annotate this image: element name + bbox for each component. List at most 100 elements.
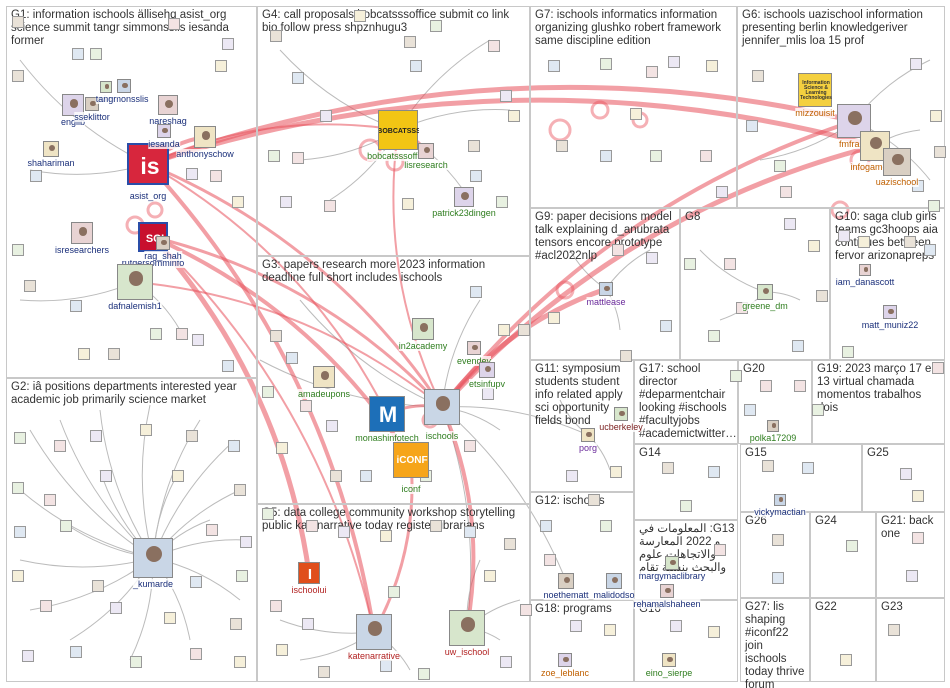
node-mizzouisit[interactable]: Information Science & Learning Technolog… <box>798 73 832 107</box>
account-node[interactable] <box>210 170 222 182</box>
account-node[interactable] <box>668 56 680 68</box>
account-node[interactable] <box>92 580 104 592</box>
account-node[interactable] <box>72 48 84 60</box>
account-node[interactable] <box>548 312 560 324</box>
account-node[interactable] <box>470 286 482 298</box>
account-node[interactable] <box>762 460 774 472</box>
account-node[interactable] <box>100 470 112 482</box>
account-node[interactable] <box>230 618 242 630</box>
node-iam-danascott[interactable] <box>859 264 871 276</box>
node-ischools[interactable] <box>424 389 460 425</box>
account-node[interactable] <box>292 152 304 164</box>
account-node[interactable] <box>270 30 282 42</box>
account-node[interactable] <box>468 140 480 152</box>
account-node[interactable] <box>570 620 582 632</box>
account-node[interactable] <box>588 494 600 506</box>
account-node[interactable] <box>508 110 520 122</box>
account-node[interactable] <box>40 600 52 612</box>
node-rehamalshaheen[interactable] <box>660 584 674 598</box>
account-node[interactable] <box>772 534 784 546</box>
node-mattlease[interactable] <box>599 282 613 296</box>
account-node[interactable] <box>44 494 56 506</box>
account-node[interactable] <box>708 626 720 638</box>
node-iesanda[interactable] <box>157 124 171 138</box>
account-node[interactable] <box>326 420 338 432</box>
node-in2academy[interactable] <box>412 318 434 340</box>
account-node[interactable] <box>30 170 42 182</box>
account-node[interactable] <box>404 36 416 48</box>
account-node[interactable] <box>12 482 24 494</box>
account-node[interactable] <box>928 200 940 212</box>
account-node[interactable] <box>714 544 726 556</box>
account-node[interactable] <box>620 350 632 362</box>
node-iconf[interactable]: iCONF <box>393 442 429 478</box>
account-node[interactable] <box>186 430 198 442</box>
account-node[interactable] <box>780 186 792 198</box>
account-node[interactable] <box>292 72 304 84</box>
node-sseklittor[interactable] <box>85 97 99 111</box>
account-node[interactable] <box>130 656 142 668</box>
account-node[interactable] <box>724 258 736 270</box>
account-node[interactable] <box>338 526 350 538</box>
account-node[interactable] <box>662 462 674 474</box>
account-node[interactable] <box>464 440 476 452</box>
node-zoe-leblanc[interactable] <box>558 653 572 667</box>
account-node[interactable] <box>186 168 198 180</box>
account-node[interactable] <box>912 532 924 544</box>
account-node[interactable] <box>192 334 204 346</box>
account-node[interactable] <box>276 644 288 656</box>
account-node[interactable] <box>540 520 552 532</box>
account-node[interactable] <box>610 466 622 478</box>
account-node[interactable] <box>470 170 482 182</box>
node-patrick23dingen[interactable] <box>454 187 474 207</box>
node-evendey[interactable] <box>467 341 481 355</box>
node-amadeupons[interactable] <box>313 366 335 388</box>
node-ucberkeley[interactable] <box>614 407 628 421</box>
account-node[interactable] <box>234 484 246 496</box>
account-node[interactable] <box>12 16 24 28</box>
account-node[interactable] <box>14 432 26 444</box>
node-greene-dm[interactable] <box>757 284 773 300</box>
account-node[interactable] <box>630 108 642 120</box>
account-node[interactable] <box>556 140 568 152</box>
account-node[interactable] <box>784 218 796 230</box>
account-node[interactable] <box>140 424 152 436</box>
node-katenarrative[interactable] <box>356 614 392 650</box>
account-node[interactable] <box>280 196 292 208</box>
account-node[interactable] <box>660 320 672 332</box>
account-node[interactable] <box>70 300 82 312</box>
account-node[interactable] <box>716 186 728 198</box>
account-node[interactable] <box>888 624 900 636</box>
account-node[interactable] <box>900 468 912 480</box>
account-node[interactable] <box>684 258 696 270</box>
account-node[interactable] <box>482 388 494 400</box>
account-node[interactable] <box>70 646 82 658</box>
account-node[interactable] <box>234 656 246 668</box>
account-node[interactable] <box>14 526 26 538</box>
account-node[interactable] <box>270 330 282 342</box>
account-node[interactable] <box>500 90 512 102</box>
node-simmonsslis[interactable] <box>117 79 131 93</box>
account-node[interactable] <box>268 150 280 162</box>
node-monashinfotech[interactable]: M <box>369 396 405 432</box>
node-margymaclibrary[interactable] <box>665 556 679 570</box>
account-node[interactable] <box>646 66 658 78</box>
account-node[interactable] <box>276 442 288 454</box>
node-tangr[interactable] <box>100 81 112 93</box>
account-node[interactable] <box>838 230 850 242</box>
node-infogamerist[interactable] <box>860 131 890 161</box>
account-node[interactable] <box>858 236 870 248</box>
node-eino-sierpe[interactable] <box>662 653 676 667</box>
account-node[interactable] <box>324 200 336 212</box>
account-node[interactable] <box>12 70 24 82</box>
account-node[interactable] <box>932 362 944 374</box>
account-node[interactable] <box>236 570 248 582</box>
account-node[interactable] <box>708 330 720 342</box>
account-node[interactable] <box>54 440 66 452</box>
account-node[interactable] <box>410 60 422 72</box>
node-nareshag[interactable] <box>158 95 178 115</box>
account-node[interactable] <box>504 538 516 550</box>
account-node[interactable] <box>498 324 510 336</box>
account-node[interactable] <box>270 600 282 612</box>
account-node[interactable] <box>172 470 184 482</box>
